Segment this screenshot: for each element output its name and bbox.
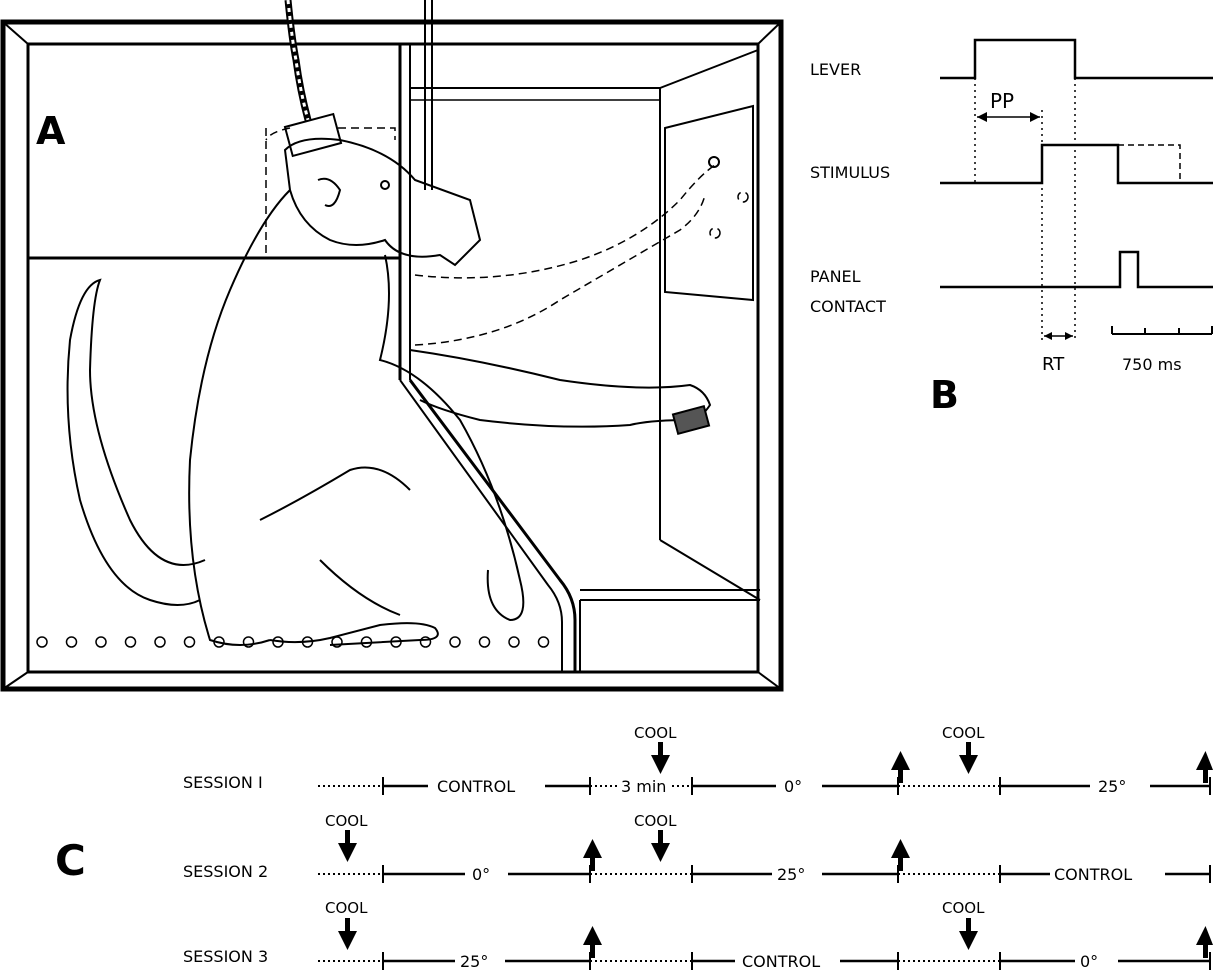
- segment-label: CONTROL: [437, 777, 515, 796]
- reach-path-dashed: [266, 128, 748, 345]
- floor-hole: [480, 637, 490, 647]
- timing-diagram: LEVER STIMULUS PANEL CONTACT PP RT 750 m…: [800, 20, 1213, 420]
- session-schedule: C SESSION I SESSION 2 SESSION 3: [0, 700, 1213, 971]
- stimulus-label: STIMULUS: [810, 163, 890, 182]
- segment-label: 0°: [472, 865, 490, 884]
- segment-label: 0°: [784, 777, 802, 796]
- monkey-drawing: [68, 114, 710, 645]
- cool-label: COOL: [942, 899, 985, 917]
- cool-label: COOL: [325, 812, 368, 830]
- scale-label: 750 ms: [1122, 355, 1182, 374]
- lever-label: LEVER: [810, 60, 861, 79]
- floor-hole: [37, 637, 47, 647]
- floor-hole: [67, 637, 77, 647]
- panel-label-a: A: [36, 109, 66, 153]
- pp-label: PP: [990, 89, 1014, 113]
- scale-bar: [1112, 326, 1212, 334]
- down-arrow-icon: [338, 830, 357, 862]
- session-2-label: SESSION 2: [183, 862, 268, 881]
- floor-hole: [509, 637, 519, 647]
- cool-label: COOL: [634, 812, 677, 830]
- session-3-label: SESSION 3: [183, 947, 268, 966]
- segment-label: 0°: [1080, 952, 1098, 971]
- segment-label: 25°: [777, 865, 805, 884]
- cage-frame: [3, 0, 781, 689]
- segment-label: 25°: [1098, 777, 1126, 796]
- floor-hole: [96, 637, 106, 647]
- floor-hole: [421, 637, 431, 647]
- down-arrow-icon: [651, 742, 670, 774]
- floor-hole: [126, 637, 136, 647]
- down-arrow-icon: [959, 742, 978, 774]
- up-arrow-icon: [583, 839, 602, 871]
- panel-label-c: C: [55, 836, 86, 885]
- up-arrow-icon: [583, 926, 602, 958]
- floor-hole: [185, 637, 195, 647]
- panel-contact-label-1: PANEL: [810, 267, 861, 286]
- down-arrow-icon: [959, 918, 978, 950]
- stimulus-dashed-trace: [1118, 145, 1180, 183]
- floor-hole: [539, 637, 549, 647]
- down-arrow-icon: [338, 918, 357, 950]
- segment-label: CONTROL: [1054, 865, 1132, 884]
- segment-label: CONTROL: [742, 952, 820, 971]
- up-arrow-icon: [891, 751, 910, 783]
- panel-contact-trace: [940, 252, 1213, 287]
- segment-label: 25°: [460, 952, 488, 971]
- up-arrow-icon: [891, 839, 910, 871]
- apparatus-illustration: A: [0, 0, 790, 695]
- cool-label: COOL: [325, 899, 368, 917]
- floor-hole: [155, 637, 165, 647]
- rt-label: RT: [1042, 354, 1065, 375]
- segment-label: 3 min: [621, 777, 666, 796]
- panel-label-b: B: [930, 373, 959, 417]
- panel-contact-label-2: CONTACT: [810, 297, 886, 316]
- session-1-label: SESSION I: [183, 773, 263, 792]
- floor-hole: [450, 637, 460, 647]
- cool-label: COOL: [942, 724, 985, 742]
- cooling-arrows: [338, 742, 1213, 958]
- cool-label: COOL: [634, 724, 677, 742]
- down-arrow-icon: [651, 830, 670, 862]
- lever-trace: [940, 40, 1213, 78]
- stimulus-trace: [940, 145, 1213, 183]
